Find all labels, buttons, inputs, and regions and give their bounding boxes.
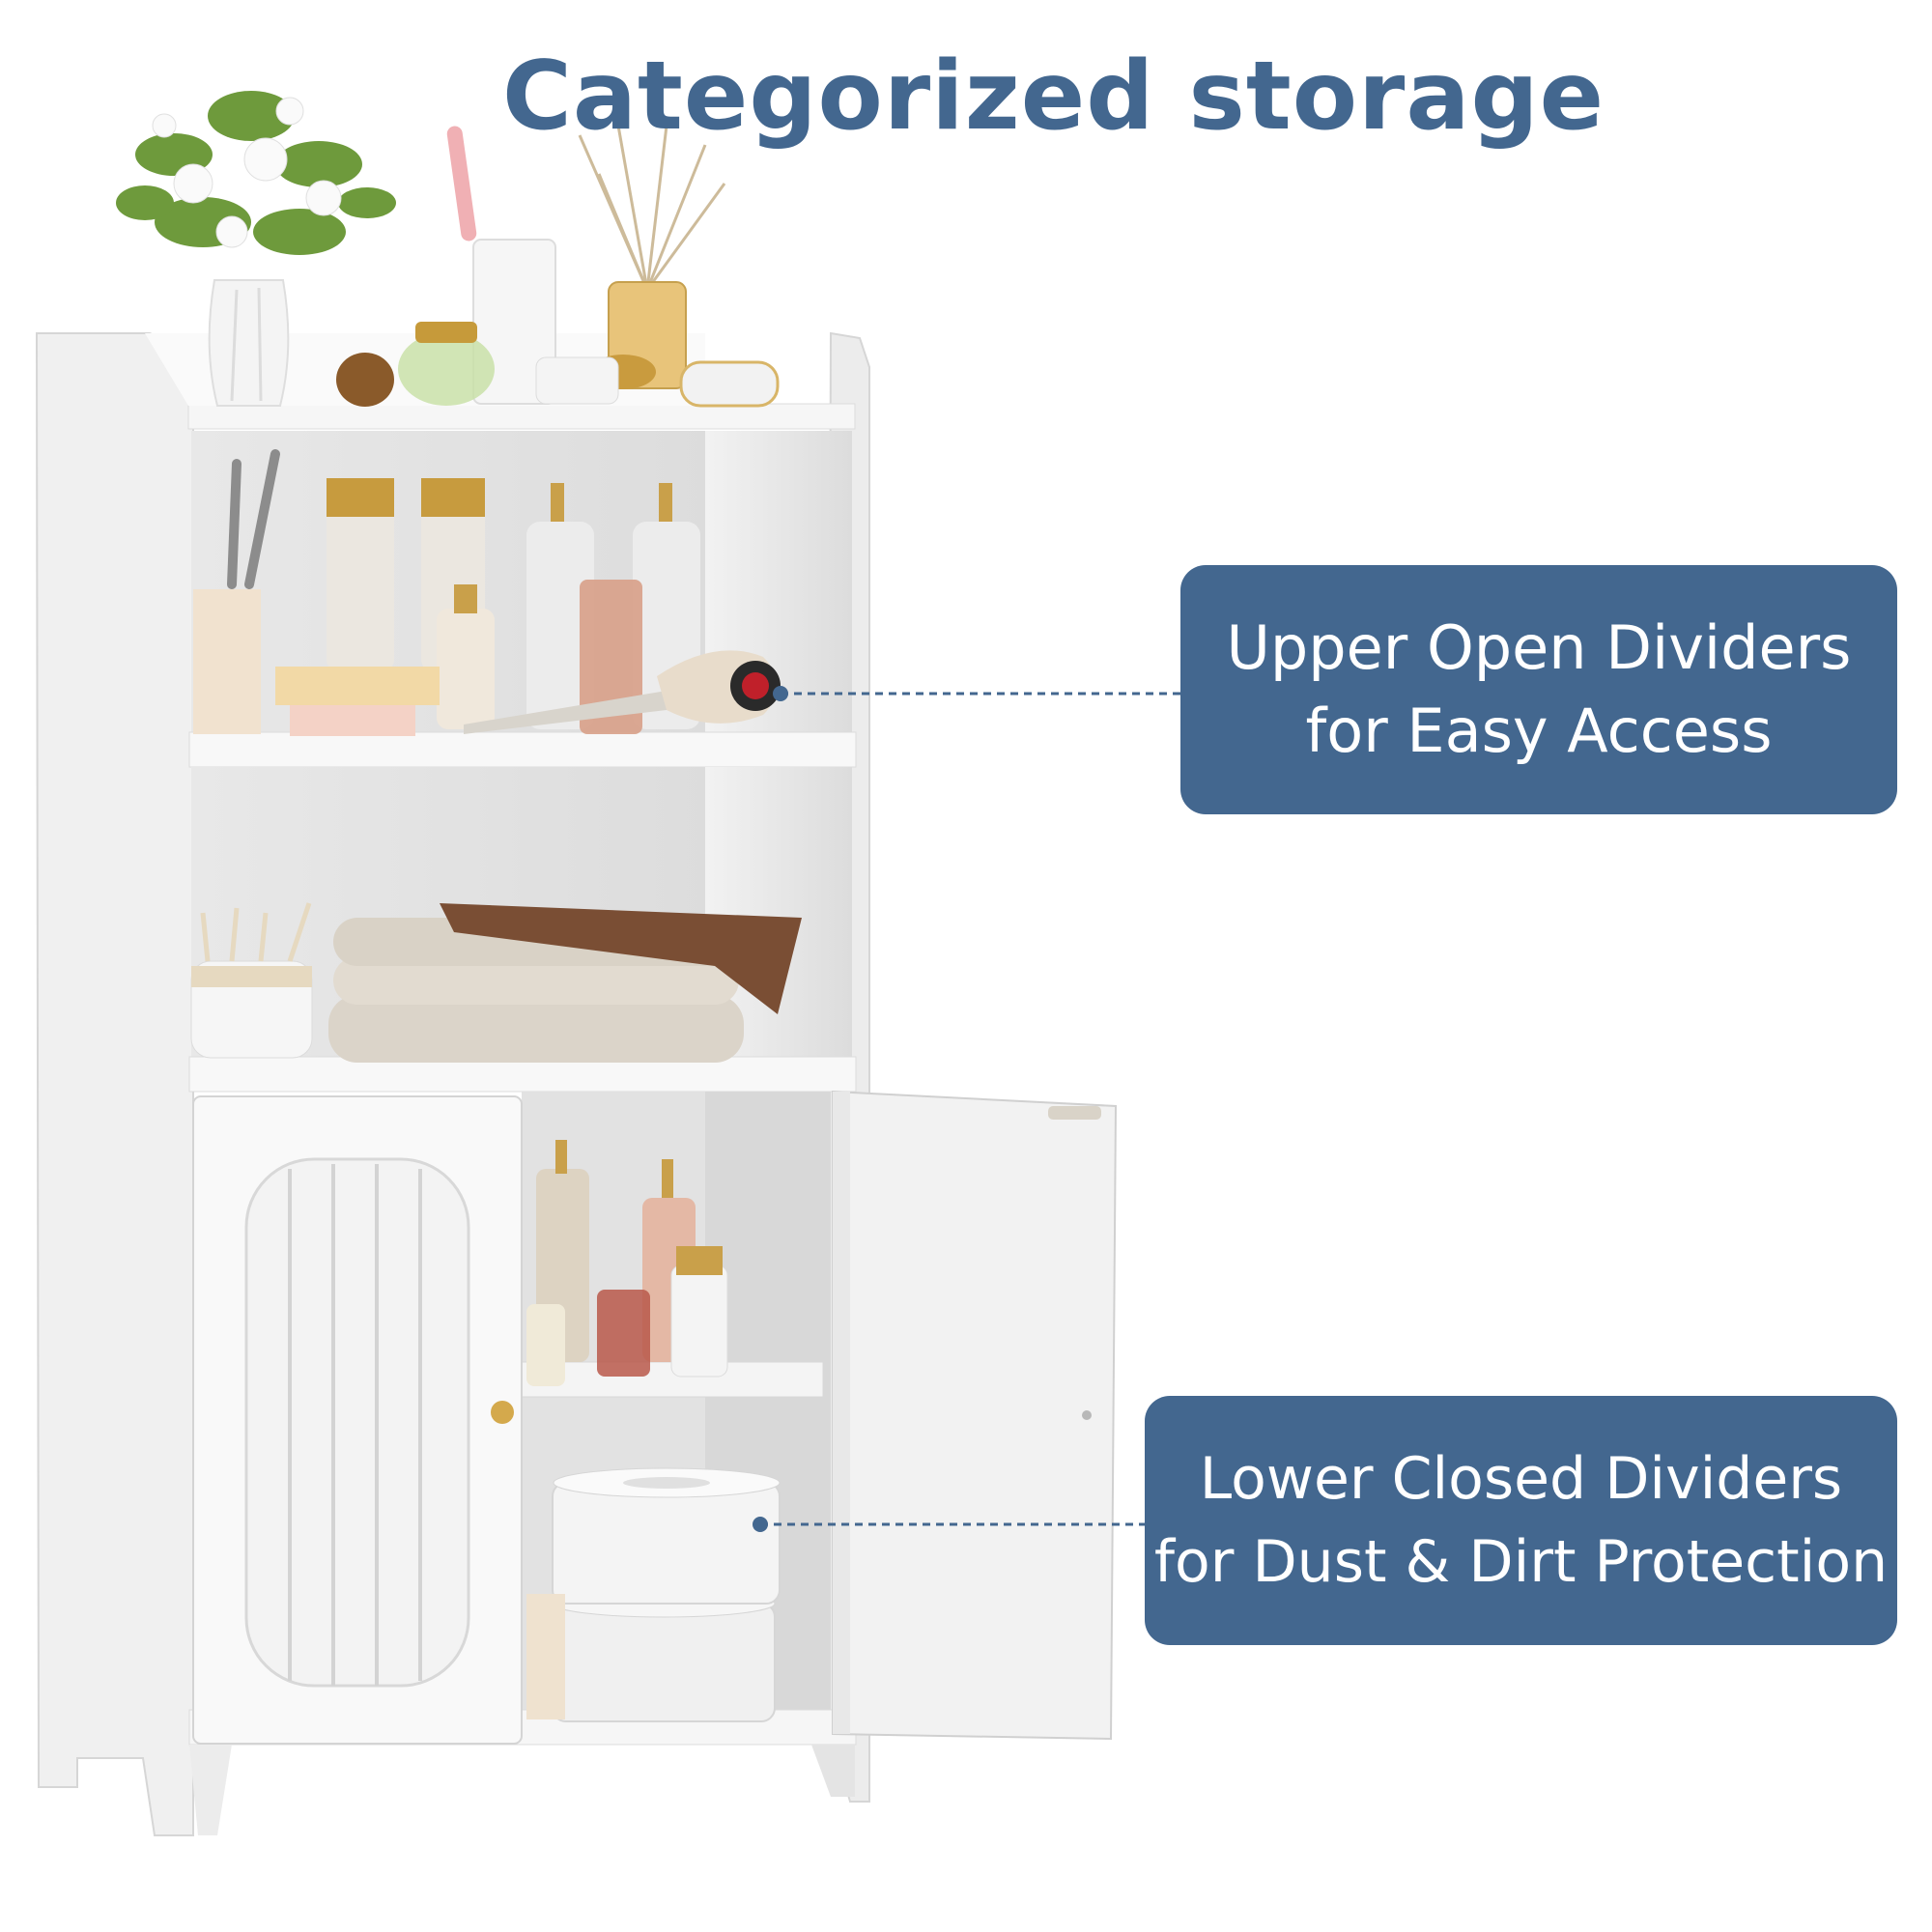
- callout-upper-dividers: Upper Open Dividers for Easy Access: [1180, 565, 1897, 814]
- callout-leader-lines: [760, 692, 1180, 1526]
- callout-upper-line2: for Easy Access: [1305, 696, 1773, 766]
- glass-jar: [398, 322, 495, 406]
- toilet-paper-icon: [526, 1467, 781, 1722]
- middle-shelf-items: [190, 902, 802, 1063]
- callout-upper-line1: Upper Open Dividers: [1226, 612, 1852, 683]
- callout-dot-lower: [753, 1517, 768, 1532]
- lower-shelf-items: [526, 1140, 728, 1386]
- callout-lower-line1: Lower Closed Dividers: [1199, 1445, 1843, 1513]
- left-cabinet-door: [192, 1095, 523, 1745]
- page-title: Categorized storage: [502, 42, 1605, 152]
- right-cabinet-door: [832, 1090, 1118, 1741]
- callout-dot-upper: [773, 686, 788, 701]
- plant-icon: [116, 91, 396, 407]
- pinecone: [336, 353, 394, 407]
- callout-lower-line2: for Dust & Dirt Protection: [1153, 1528, 1889, 1596]
- hair-dryer-icon: [464, 650, 781, 734]
- callout-lower-dividers: Lower Closed Dividers for Dust & Dirt Pr…: [1145, 1396, 1897, 1645]
- reed-diffuser-icon: [535, 125, 780, 408]
